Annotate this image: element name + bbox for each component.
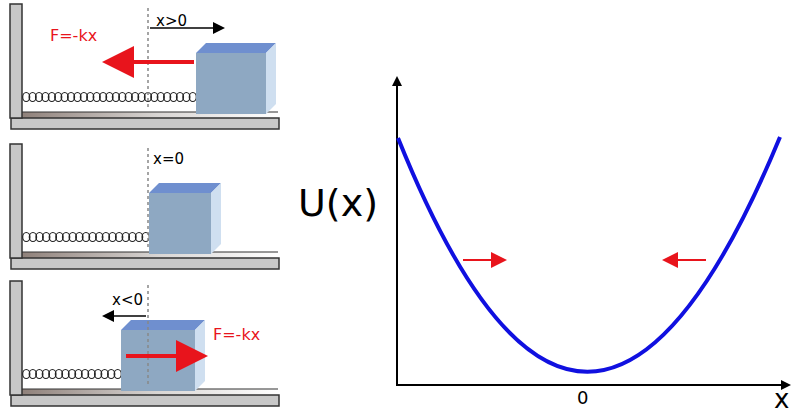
block-side [211, 183, 221, 254]
y-axis [396, 78, 398, 386]
force-label: F=-kx [50, 28, 97, 44]
equilibrium-line [147, 148, 149, 250]
axis-label: U(x) [298, 184, 378, 222]
block-side [266, 43, 276, 114]
displacement-label: x<0 [112, 293, 143, 308]
floor-edge [12, 251, 278, 252]
force-arrow [666, 259, 706, 261]
equilibrium-line [147, 285, 149, 387]
spring-coil [189, 93, 196, 102]
displacement-label: x>0 [156, 14, 187, 29]
equilibrium-line [147, 8, 149, 110]
floor-surface [12, 252, 278, 258]
wall [10, 4, 22, 118]
block-front [121, 330, 195, 391]
base-plate [11, 258, 279, 269]
wall [10, 281, 22, 395]
block-front [149, 193, 211, 254]
base-plate [11, 118, 279, 129]
axis-label: x [774, 386, 789, 412]
base-plate [11, 395, 279, 406]
force-arrow [126, 354, 200, 358]
displacement-arrow [105, 315, 146, 317]
displacement-label: x=0 [153, 152, 184, 167]
potential-curve [398, 137, 780, 372]
block-top [121, 320, 205, 330]
block-top [149, 183, 221, 193]
block-top [196, 43, 276, 53]
tick-label: 0 [577, 389, 588, 407]
wall [10, 144, 22, 258]
block-front [196, 53, 266, 114]
force-arrow [463, 259, 503, 261]
x-axis [396, 384, 789, 386]
force-label: F=-kx [213, 327, 260, 343]
force-arrow [110, 60, 194, 64]
spring-coil [114, 370, 121, 379]
